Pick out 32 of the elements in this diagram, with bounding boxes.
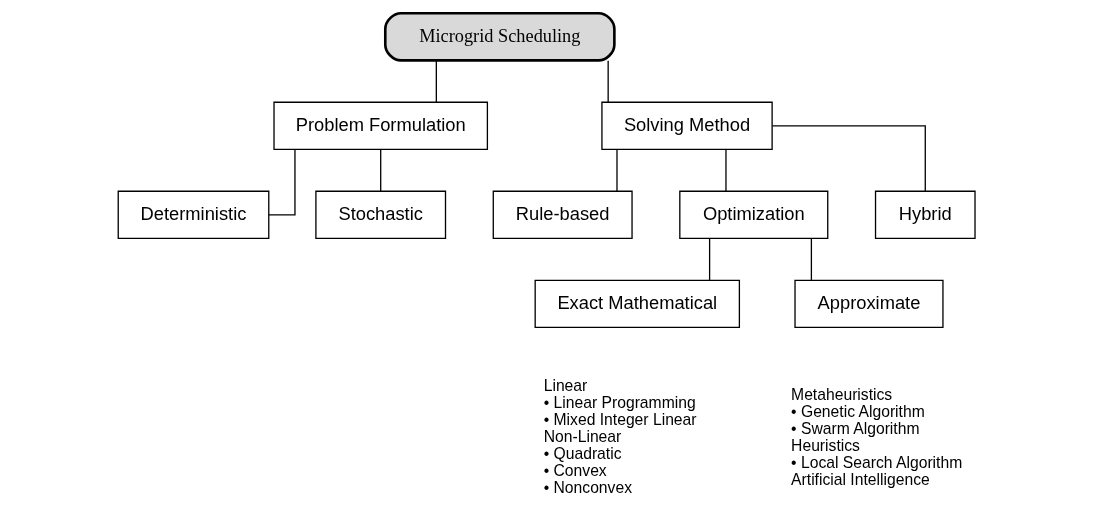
node-label: • Nonconvex — [543, 479, 633, 497]
node-label: Metaheuristics — [791, 385, 893, 403]
connector — [268, 149, 296, 216]
connector — [607, 60, 609, 103]
node-label: Linear — [543, 377, 588, 395]
connector — [380, 149, 382, 192]
node-box: Exact Mathematical — [534, 279, 741, 329]
node-label: Heuristics — [791, 436, 860, 454]
node-label: • Local Search Algorithm — [791, 453, 963, 471]
node-label: • Genetic Algorithm — [791, 402, 925, 420]
node-box: Rule-based — [492, 190, 633, 240]
node-label: • Quadratic — [543, 445, 622, 463]
node-box: Approximate — [794, 279, 944, 329]
node-label: • Linear Programming — [543, 394, 696, 412]
node-label: • Swarm Algorithm — [791, 419, 920, 437]
node-box: Hybrid — [874, 190, 976, 240]
node-box: Microgrid Scheduling — [384, 11, 616, 62]
node-box: Solving Method — [601, 101, 773, 151]
node-box: Stochastic — [315, 190, 447, 240]
connector — [616, 149, 618, 192]
connector — [708, 238, 711, 281]
node-box: Optimization — [679, 190, 829, 240]
node-label: Non-Linear — [543, 428, 622, 446]
node-box: Deterministic — [117, 190, 270, 240]
node-label: • Mixed Integer Linear — [543, 411, 697, 429]
connector — [771, 125, 926, 192]
node-box: Problem Formulation — [273, 101, 489, 151]
connector — [725, 149, 727, 192]
node-label: • Convex — [543, 462, 607, 480]
connector — [810, 238, 813, 281]
node-label: Artificial Intelligence — [791, 470, 930, 488]
connector — [435, 60, 437, 103]
